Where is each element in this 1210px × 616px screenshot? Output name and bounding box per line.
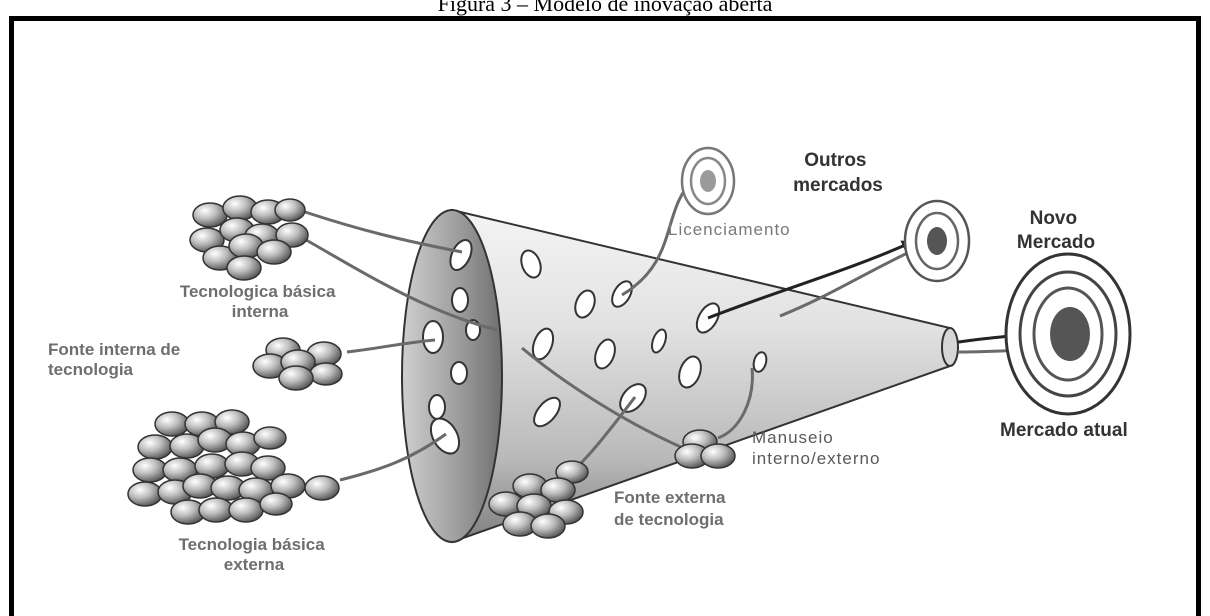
label-fonte-externa: Fonte externa de tecnologia (614, 488, 730, 529)
open-innovation-diagram: Tecnologica básica interna Fonte interna… (0, 0, 1210, 594)
funnel-hole (429, 395, 445, 419)
sphere (257, 240, 291, 264)
funnel-hole (451, 362, 467, 384)
sphere (229, 498, 263, 522)
label-tecnologica-basica-interna: Tecnologica básica interna (180, 282, 340, 321)
target-outros-mercados (682, 148, 734, 214)
sphere (199, 498, 233, 522)
label-outros-mercados: Outros mercados (793, 150, 883, 196)
sphere (279, 366, 313, 390)
label-manuseio: Manuseio interno/externo (752, 428, 880, 468)
sphere (254, 427, 286, 449)
cluster-tecnologica-basica-interna (190, 196, 308, 280)
target-novo-mercado (905, 201, 969, 281)
funnel-narrow-end (942, 328, 958, 366)
sphere (155, 412, 189, 436)
label-fonte-interna: Fonte interna de tecnologia (48, 340, 185, 379)
cluster-fonte-interna (253, 338, 342, 390)
sphere (227, 256, 261, 280)
label-tecnologia-basica-externa: Tecnologia básica externa (179, 535, 330, 574)
sphere (310, 363, 342, 385)
cluster-tecnologia-basica-externa (128, 410, 339, 524)
sphere (128, 482, 162, 506)
funnel-hole (423, 321, 443, 353)
sphere (305, 476, 339, 500)
sphere (138, 435, 172, 459)
label-licenciamento: Licenciamento (668, 220, 791, 239)
label-novo-mercado: Novo Mercado (1017, 208, 1095, 253)
sphere (531, 514, 565, 538)
target-ring (700, 170, 716, 192)
sphere (260, 493, 292, 515)
sphere (701, 444, 735, 468)
funnel-hole (452, 288, 468, 312)
target-ring (1050, 307, 1090, 361)
sphere (133, 458, 167, 482)
target-mercado-atual (1006, 254, 1130, 414)
target-ring (927, 227, 947, 255)
label-mercado-atual: Mercado atual (1000, 420, 1128, 441)
sphere (275, 199, 305, 221)
